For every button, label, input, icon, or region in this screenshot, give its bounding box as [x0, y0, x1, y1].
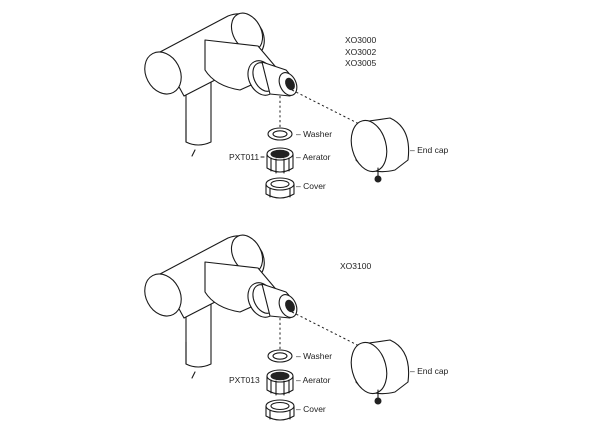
- model-code: XO3000: [345, 35, 377, 45]
- washer-label-1: – Washer: [296, 129, 333, 139]
- aerator-label-2: – Aerator: [296, 375, 331, 385]
- aerator-code-1: PXT011: [229, 152, 260, 162]
- cover-2: [265, 399, 295, 421]
- cover-label-2: – Cover: [296, 404, 326, 414]
- washer-2: [267, 349, 293, 363]
- end-cap-1: [350, 117, 410, 183]
- washer-label-2: – Washer: [296, 351, 333, 361]
- end-cap-label-2: – End cap: [410, 366, 449, 376]
- model-list-2: XO3100: [340, 261, 371, 273]
- threaded-outlet-2: [247, 282, 298, 319]
- cover-label-1: – Cover: [296, 181, 326, 191]
- model-code: XO3002: [345, 46, 377, 57]
- threaded-outlet-1: [247, 60, 298, 97]
- end-cap-label-1: – End cap: [410, 145, 449, 155]
- washer-1: [267, 127, 293, 141]
- aerator-1: [266, 147, 294, 174]
- end-cap-2: [350, 339, 410, 405]
- cover-1: [265, 177, 295, 199]
- model-code: XO3005: [345, 58, 377, 68]
- model-code: XO3100: [340, 261, 372, 271]
- aerator-label-1: – Aerator: [296, 152, 331, 162]
- aerator-2: [266, 369, 294, 396]
- horizontal-body-1: [144, 12, 281, 97]
- model-list-1: XO3000 XO3002 XO3005: [345, 35, 376, 70]
- aerator-code-2: PXT013: [229, 375, 260, 385]
